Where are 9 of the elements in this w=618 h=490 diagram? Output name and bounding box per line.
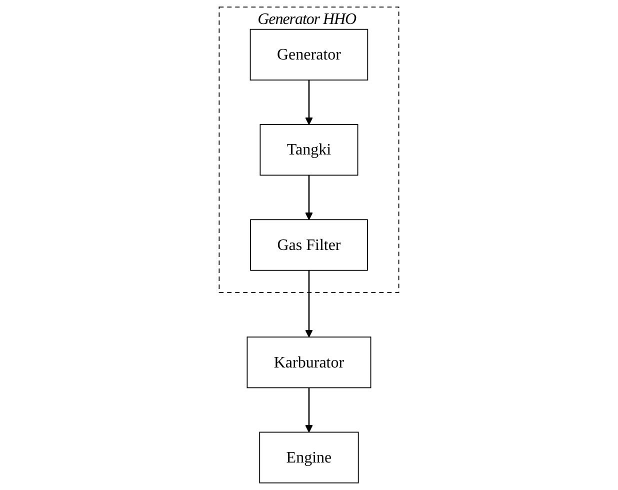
node-box: Engine — [259, 432, 359, 484]
arrow — [305, 270, 313, 338]
node-box: Karburator — [246, 336, 372, 388]
node-box: Gas Filter — [250, 219, 368, 271]
arrow — [305, 80, 313, 125]
arrow — [305, 175, 313, 220]
arrow — [305, 388, 313, 433]
node-box: Tangki — [260, 124, 358, 176]
node-box: Generator — [250, 28, 368, 80]
